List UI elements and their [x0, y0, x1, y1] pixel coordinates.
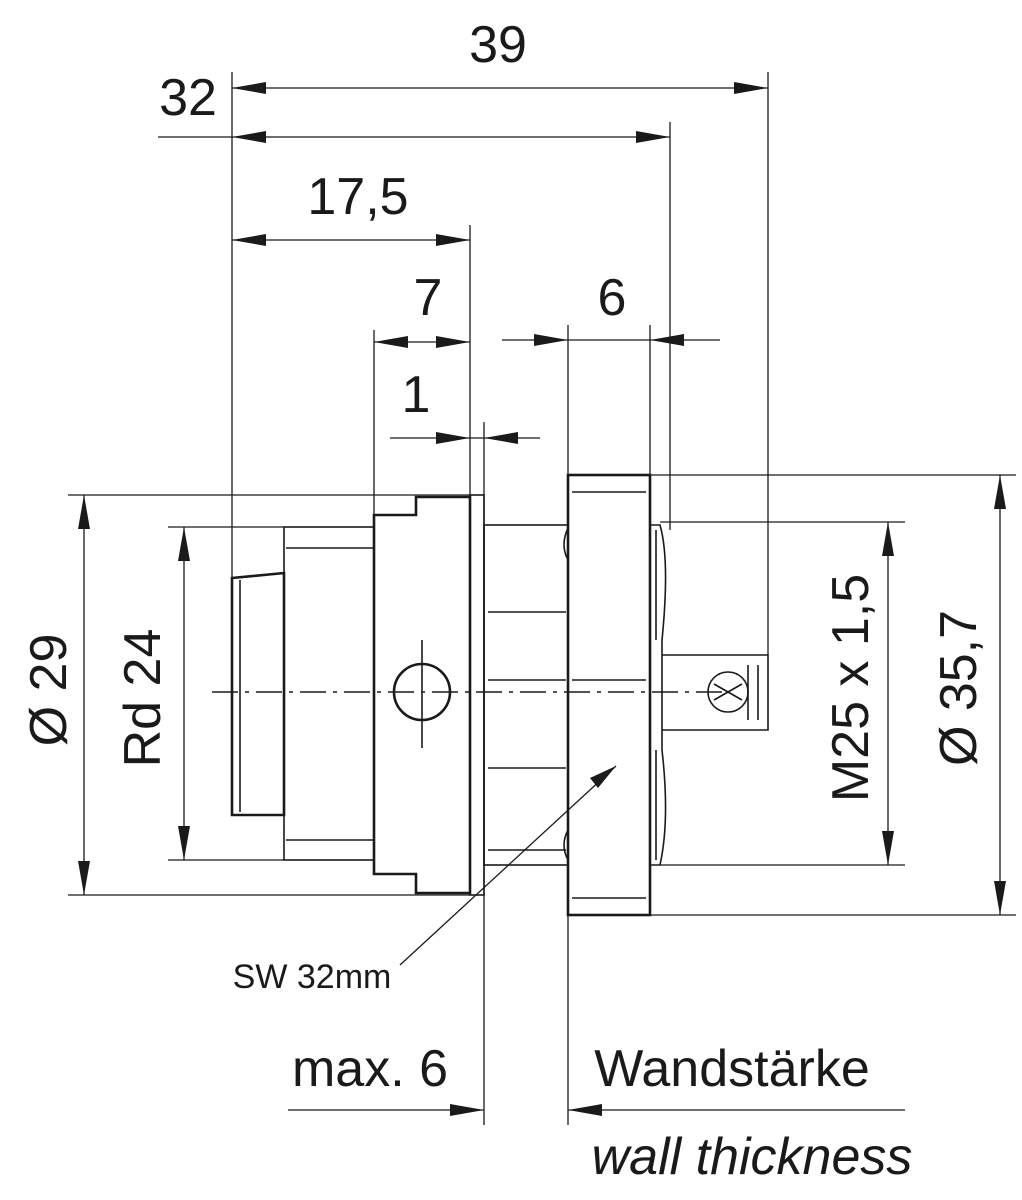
dimension-1	[390, 432, 540, 444]
dimension-7	[374, 336, 470, 348]
label-rd-24: Rd 24	[114, 629, 172, 768]
label-39: 39	[469, 16, 527, 74]
label-sw-32: SW 32mm	[233, 958, 392, 996]
label-7: 7	[414, 269, 443, 327]
connector-body	[230, 473, 769, 917]
dimension-rd-24	[178, 527, 190, 860]
label-wandstaerke: Wandstärke	[594, 1040, 870, 1098]
extension-lines	[68, 72, 1016, 1125]
label-6: 6	[598, 269, 627, 327]
label-dia-29: Ø 29	[20, 634, 78, 747]
dimension-32	[158, 131, 670, 143]
label-1: 1	[402, 366, 431, 424]
label-m25: M25 x 1,5	[822, 574, 880, 802]
leader-sw32	[399, 765, 617, 966]
dimension-wall	[568, 1104, 905, 1116]
label-32: 32	[159, 69, 217, 127]
dimension-39	[232, 82, 768, 94]
label-dia-35-7: Ø 35,7	[930, 610, 988, 766]
dimension-max-6	[288, 1104, 484, 1116]
label-wall-thickness: wall thickness	[592, 1128, 913, 1186]
dimension-dia-35-7	[994, 475, 1006, 915]
dimension-m25	[882, 522, 894, 865]
label-17-5: 17,5	[307, 168, 408, 226]
dimension-6	[502, 334, 720, 346]
label-max-6: max. 6	[292, 1040, 448, 1098]
dimension-dia-29	[78, 495, 90, 895]
dimension-17-5	[232, 234, 470, 246]
